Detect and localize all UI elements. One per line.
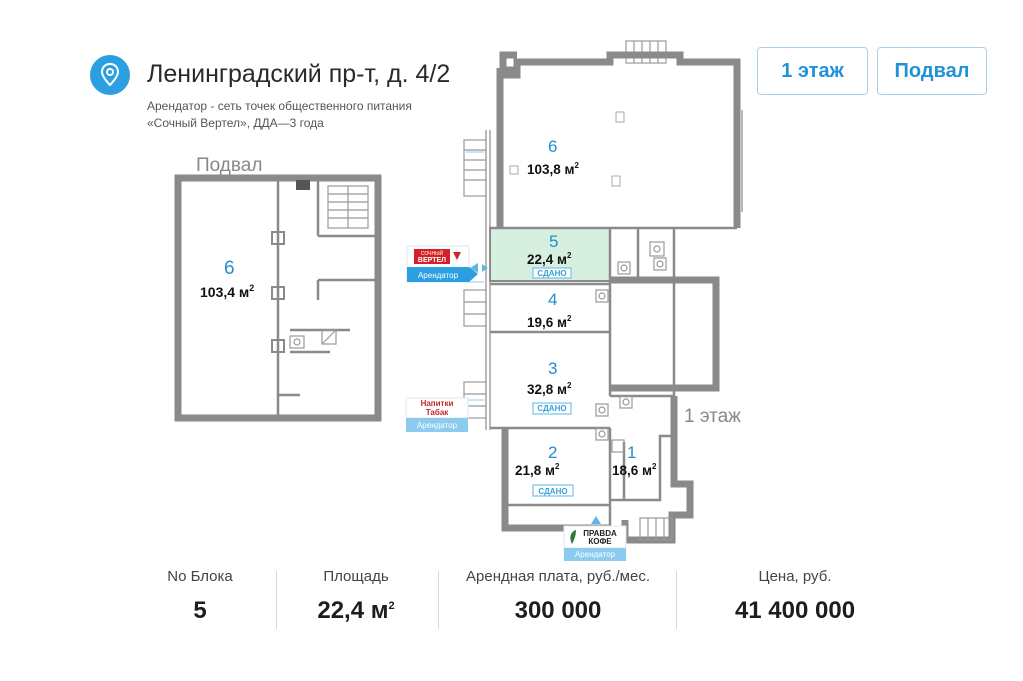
- svg-text:Арендатор: Арендатор: [417, 421, 458, 430]
- stat-rent-label: Арендная плата, руб./мес.: [466, 568, 650, 585]
- first-floor-plan: 6 103,8 м2 5 22,4 м2 СДАНО 4 19,6 м2 3 3…: [463, 40, 743, 544]
- tenant-badge-sochny-vertel: СОЧНЫЙ ВЕРТЕЛ Арендатор: [406, 245, 478, 283]
- tenant-badge-drinks-tobacco: Напитки Табак Арендатор: [405, 397, 469, 432]
- unit-2-status: СДАНО: [538, 487, 567, 496]
- sochny-vertel-flame-icon: [453, 252, 461, 260]
- unit-2-area: 21,8 м2: [515, 462, 560, 478]
- unit-3-area: 32,8 м2: [527, 381, 572, 397]
- pravda-kofe-leaf-icon: [570, 530, 576, 544]
- page-title: Ленинградский пр-т, д. 4/2: [147, 60, 451, 88]
- basement-stairs: [327, 185, 369, 229]
- unit-2-status-badge: [532, 484, 574, 497]
- svg-text:Напитки: Напитки: [421, 399, 454, 408]
- svg-text:ПРАВDА: ПРАВDА: [583, 529, 617, 538]
- wc-icons: [595, 241, 667, 453]
- stat-rent-value: 300 000: [514, 597, 602, 624]
- unit-4-number: 4: [548, 290, 557, 309]
- unit-3-status: СДАНО: [537, 404, 566, 413]
- unit-3-status-badge: [532, 402, 572, 415]
- stat-price-value: 41 400 000: [734, 597, 856, 624]
- basement-unit-area: 103,4 м2: [200, 283, 254, 300]
- unit-5-number: 5: [549, 232, 558, 251]
- svg-text:СОЧНЫЙ: СОЧНЫЙ: [421, 249, 444, 257]
- tab-first-floor[interactable]: 1 этаж: [757, 47, 868, 95]
- svg-text:Арендатор: Арендатор: [418, 271, 459, 280]
- tab-basement[interactable]: Подвал: [877, 47, 987, 95]
- stat-price-label: Цена, руб.: [758, 568, 832, 585]
- basement-plan: Подвал 6 103,4 м2: [174, 155, 382, 422]
- stat-divider: [438, 571, 439, 629]
- tenant-badge-pravda-kofe: ПРАВDА КОФЕ Арендатор: [563, 525, 627, 561]
- tenant-description-contract: «Сочный Вертел», ДДА—3 года: [147, 116, 324, 130]
- basement-label: Подвал: [196, 155, 262, 176]
- stat-area-value: 22,4 м2: [317, 597, 395, 624]
- unit-5-area: 22,4 м2: [527, 251, 572, 267]
- unit-6-area: 103,8 м2: [527, 161, 580, 177]
- unit-4-area: 19,6 м2: [527, 314, 572, 330]
- svg-text:ВЕРТЕЛ: ВЕРТЕЛ: [418, 257, 446, 264]
- svg-text:КОФЕ: КОФЕ: [588, 537, 612, 546]
- unit-1-area: 18,6 м2: [612, 462, 657, 478]
- basement-unit-number: 6: [224, 258, 235, 279]
- sochny-vertel-logo: [414, 249, 450, 264]
- svg-text:Табак: Табак: [426, 408, 450, 417]
- entrance-arrows: [466, 151, 601, 524]
- stat-divider: [276, 571, 277, 629]
- unit-5-status: СДАНО: [537, 269, 566, 278]
- location-pin-icon: [90, 55, 130, 95]
- tenant-description: Арендатор - сеть точек общественного пит…: [147, 99, 412, 113]
- basement-vent: [296, 180, 310, 190]
- stat-block-value: 5: [193, 597, 207, 624]
- unit-1-number: 1: [627, 443, 636, 462]
- stat-divider: [676, 571, 677, 629]
- basement-outer-wall: [174, 174, 382, 422]
- basement-wc-icon: [289, 329, 337, 349]
- unit-5-status-badge: [532, 267, 572, 279]
- stat-block-label: No Блока: [167, 568, 233, 585]
- first-floor-label: 1 этаж: [684, 406, 741, 427]
- unit-3-number: 3: [548, 359, 557, 378]
- stat-area-label: Площадь: [323, 568, 389, 585]
- svg-text:Арендатор: Арендатор: [575, 550, 616, 559]
- unit-2-number: 2: [548, 443, 557, 462]
- unit-6-number: 6: [548, 137, 557, 156]
